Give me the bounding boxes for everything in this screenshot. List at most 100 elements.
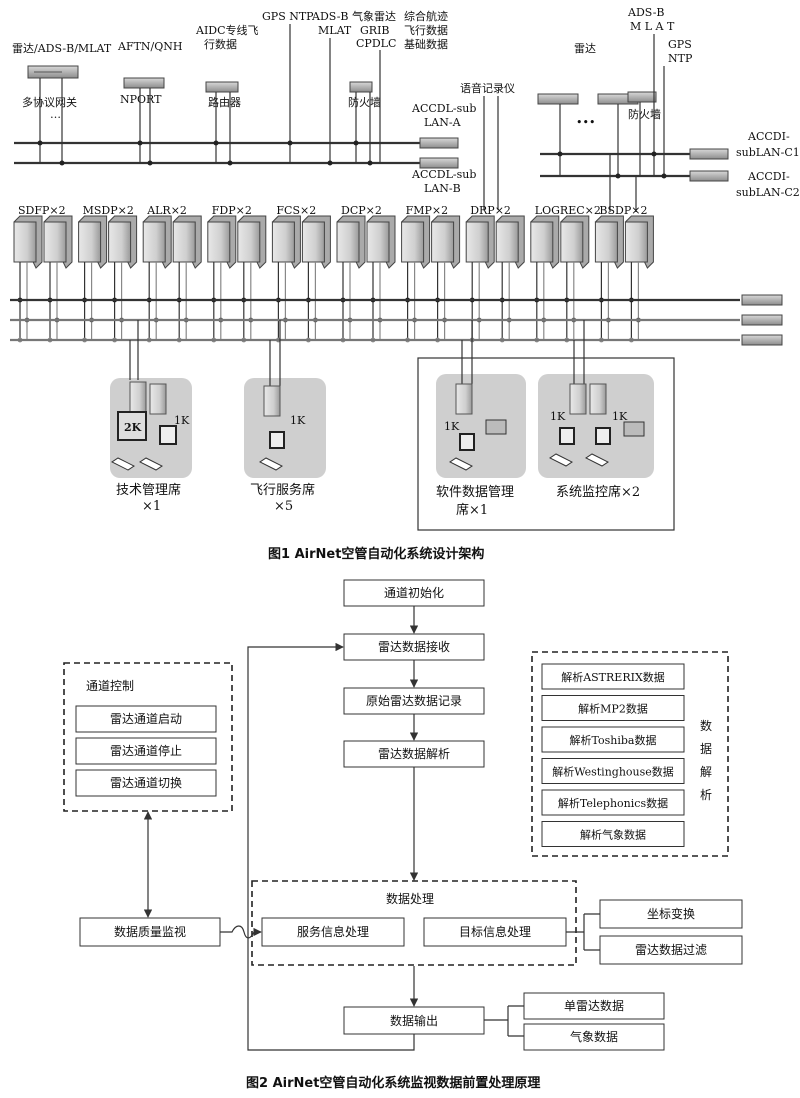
nport-device <box>123 77 165 89</box>
channel-control-item <box>75 705 217 733</box>
parse-side-char: 数 <box>700 718 712 733</box>
server-label: ALR×2 <box>146 204 187 217</box>
label-wx-1: 气象雷达 <box>352 9 396 23</box>
server-tower <box>530 221 554 263</box>
server-tower <box>207 221 231 263</box>
box-weather-data <box>523 1023 665 1051</box>
label-comp-2: 飞行数据 <box>404 23 448 37</box>
parse-item-label: 解析MP2数据 <box>578 702 648 716</box>
label-accdi-c2-1: ACCDI- <box>747 170 790 183</box>
label-firewall-left: 防火墙 <box>348 95 381 109</box>
label-nport: NPORT <box>120 93 162 106</box>
label-accdl-b-1: ACCDL-sub <box>411 168 476 181</box>
server-label: DCP×2 <box>341 204 382 217</box>
label-software-2: 席×1 <box>456 502 488 518</box>
server-label: FCS×2 <box>276 204 316 217</box>
parse-item-label: 解析Telephonics数据 <box>558 796 668 810</box>
label-voice-recorder: 语音记录仪 <box>460 81 515 95</box>
parse-item-label: 解析Westinghouse数据 <box>552 765 674 779</box>
box-radar-filter <box>599 935 743 965</box>
figure1: 雷达/ADS-B/MLAT 多协议网关 … AFTN/QNH NPORT AID… <box>10 6 800 562</box>
arrow-quality-service <box>220 925 262 939</box>
accdl-a-switch <box>419 137 459 149</box>
label-wx-2: GRIB <box>360 24 390 37</box>
server-tower <box>495 221 519 263</box>
server-tower <box>142 221 166 263</box>
tag-1k-monitor-b: 1K <box>612 410 628 423</box>
label-router: 路由器 <box>208 95 241 109</box>
label-software-1: 软件数据管理 <box>436 485 514 500</box>
server-group: FMP×2 <box>400 204 461 343</box>
text-init: 通道初始化 <box>384 586 444 600</box>
parse-item <box>541 726 685 753</box>
server-group: SDFP×2 <box>13 204 73 343</box>
label-radar-adsb-mlat: 雷达/ADS-B/MLAT <box>12 42 112 55</box>
text-channel-control-title: 通道控制 <box>86 679 134 693</box>
server-tower <box>108 221 132 263</box>
label-wx-3: CPDLC <box>356 37 396 50</box>
label-firewall-right: 防火墙 <box>628 107 661 121</box>
label-gps-r-2: NTP <box>668 52 693 65</box>
main-lan-a-switch <box>741 294 783 306</box>
box-single-radar <box>523 992 665 1020</box>
label-gps-r-1: GPS <box>668 38 692 51</box>
tag-1k-software: 1K <box>444 420 460 433</box>
text-processing-title: 数据处理 <box>386 891 434 906</box>
box-coord-transform <box>599 899 743 929</box>
text-parse: 雷达数据解析 <box>378 746 450 761</box>
server-tower <box>594 221 618 263</box>
router-device <box>205 81 239 93</box>
top-device-links <box>39 24 499 210</box>
software-monitor-enclosure <box>417 357 675 531</box>
right-device-links <box>557 34 667 212</box>
data-parsing-items: 解析ASTRERIX数据解析MP2数据解析Toshiba数据解析Westingh… <box>541 663 685 847</box>
label-comp-3: 基础数据 <box>404 37 448 51</box>
label-aftn-qnh: AFTN/QNH <box>117 40 182 53</box>
box-output <box>343 1006 485 1035</box>
text-quality-monitor: 数据质量监视 <box>114 924 186 939</box>
server-tower <box>336 221 360 263</box>
figure2-caption: 图2 AirNet空管自动化系统监视数据前置处理原理 <box>246 1075 540 1091</box>
main-lan-b-switch <box>741 314 783 326</box>
figure2: 通道初始化 雷达数据接收 原始雷达数据记录 雷达数据解析 数据处理 服务信息处理… <box>63 579 743 1091</box>
label-gateway-ellipsis: … <box>50 108 61 121</box>
label-accdl-a-2: LAN-A <box>424 116 462 129</box>
channel-control-item-label: 雷达通道停止 <box>110 743 182 758</box>
server-group: LOGREC×2 <box>530 204 601 343</box>
server-label: SDFP×2 <box>18 204 66 217</box>
workstation-flight-service: 1K <box>244 320 326 478</box>
label-aidc-2: 行数据 <box>204 37 237 51</box>
server-tower <box>624 221 648 263</box>
label-radar-dots: ••• <box>576 116 595 129</box>
server-group: ALR×2 <box>142 204 202 343</box>
parse-side-char: 解 <box>700 765 712 779</box>
label-accdi-c2-2: subLAN-C2 <box>736 186 800 199</box>
channel-control-item <box>75 769 217 797</box>
accdi-c2-switch <box>689 170 729 182</box>
label-accdi-c1-2: subLAN-C1 <box>736 146 800 159</box>
label-accdl-a-1: ACCDL-sub <box>411 102 476 115</box>
accdl-b-switch <box>419 157 459 169</box>
tag-1k-tech: 1K <box>174 414 190 427</box>
label-multi-gateway: 多协议网关 <box>22 95 77 109</box>
text-coord-transform: 坐标变换 <box>647 906 695 921</box>
data-processing-group <box>251 880 577 966</box>
server-tower <box>172 221 196 263</box>
server-tower <box>366 221 390 263</box>
radar-right-device-1 <box>537 93 579 105</box>
parse-item-label: 解析气象数据 <box>580 828 646 842</box>
arrow-loop-back <box>247 642 415 1051</box>
main-lan-c-switch <box>741 334 783 346</box>
label-tech-2: ×1 <box>142 499 161 514</box>
parse-side-char: 析 <box>700 788 712 802</box>
parse-item <box>541 663 685 690</box>
parse-item <box>541 695 685 721</box>
server-group: BSDP×2 <box>594 204 654 343</box>
label-gps-ntp: GPS NTP <box>262 10 314 23</box>
server-label: LOGREC×2 <box>535 204 601 217</box>
server-tower <box>237 221 261 263</box>
parse-item <box>541 821 685 847</box>
workstation-software-data: 1K <box>436 320 526 478</box>
server-group: DCP×2 <box>336 204 396 343</box>
